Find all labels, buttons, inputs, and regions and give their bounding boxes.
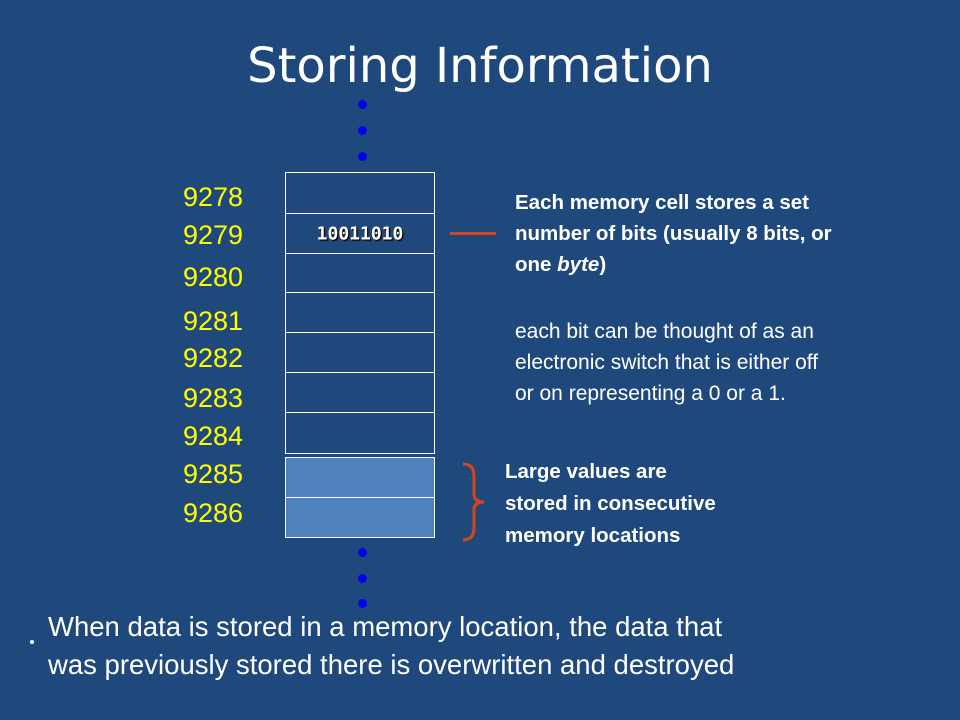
description-line: Each memory cell stores a set <box>515 191 809 214</box>
description-text: one <box>515 253 558 276</box>
address-label: 9286 <box>183 498 244 528</box>
slide-title: Storing Information <box>247 38 713 94</box>
memory-cell <box>285 253 435 293</box>
ellipsis-dot <box>358 152 367 161</box>
address-label: 9280 <box>183 262 244 292</box>
ellipsis-dot <box>358 548 367 557</box>
address-label: 9283 <box>183 383 244 413</box>
description-line: one byte) <box>515 249 832 280</box>
address-label: 9281 <box>183 306 244 336</box>
address-label: 9285 <box>183 459 244 489</box>
address-label: 9284 <box>183 421 244 451</box>
bit-note-line: electronic switch that is either off <box>515 351 819 374</box>
ellipsis-dot <box>358 599 367 608</box>
large-values-line: Large values are <box>505 460 667 483</box>
memory-cell <box>285 172 435 214</box>
description-text: ) <box>599 253 607 276</box>
bottom-note: When data is stored in a memory location… <box>48 608 734 684</box>
memory-cell-highlighted <box>285 457 435 498</box>
memory-cell <box>285 412 435 454</box>
bottom-note-line: When data is stored in a memory location… <box>48 611 723 642</box>
memory-cell <box>285 292 435 333</box>
curly-brace-icon <box>462 462 485 542</box>
large-values-note: Large values are stored in consecutive m… <box>505 456 716 552</box>
bit-note-line: each bit can be thought of as an <box>515 320 814 343</box>
memory-cell <box>285 332 435 373</box>
memory-cell-highlighted <box>285 497 435 538</box>
bottom-note-line: was previously stored there is overwritt… <box>48 649 735 680</box>
bullet-icon <box>30 640 34 644</box>
large-values-line: memory locations <box>505 524 681 547</box>
bit-note-line: or on representing a 0 or a 1. <box>515 382 786 405</box>
address-label: 9279 <box>183 220 244 250</box>
address-label: 9278 <box>183 182 244 212</box>
address-label: 9282 <box>183 343 244 373</box>
ellipsis-dot <box>358 574 367 583</box>
large-values-line: stored in consecutive <box>505 492 716 515</box>
ellipsis-dot <box>358 126 367 135</box>
bit-note: each bit can be thought of as an electro… <box>515 316 818 409</box>
description-italic: byte <box>557 253 600 276</box>
ellipsis-dot <box>358 100 367 109</box>
description-line: number of bits (usually 8 bits, or <box>515 222 832 245</box>
pointer-line <box>450 232 496 235</box>
memory-cell <box>285 372 435 413</box>
memory-cell: 10011010 <box>285 213 435 254</box>
cell-description: Each memory cell stores a set number of … <box>515 187 832 280</box>
cell-value: 10011010 <box>316 223 404 244</box>
